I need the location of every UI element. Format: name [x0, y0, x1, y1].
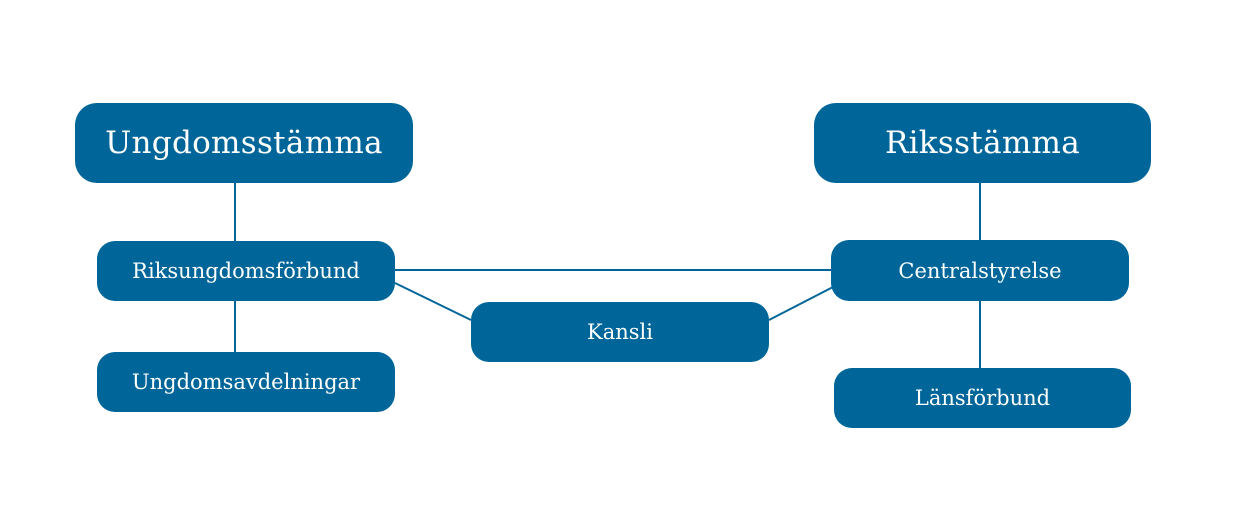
node-centralstyrelse: Centralstyrelse: [831, 240, 1129, 301]
edge-riksungdomsforbund-kansli: [394, 282, 472, 321]
node-lansforbund: Länsförbund: [834, 368, 1131, 428]
node-kansli: Kansli: [471, 302, 769, 362]
node-ungdomsavdelningar: Ungdomsavdelningar: [97, 352, 395, 412]
node-riksungdomsforbund: Riksungdomsförbund: [97, 241, 395, 301]
node-ungdomsstamma: Ungdomsstämma: [75, 103, 413, 183]
edge-centralstyrelse-kansli: [768, 286, 834, 321]
node-riksstamma: Riksstämma: [814, 103, 1151, 183]
